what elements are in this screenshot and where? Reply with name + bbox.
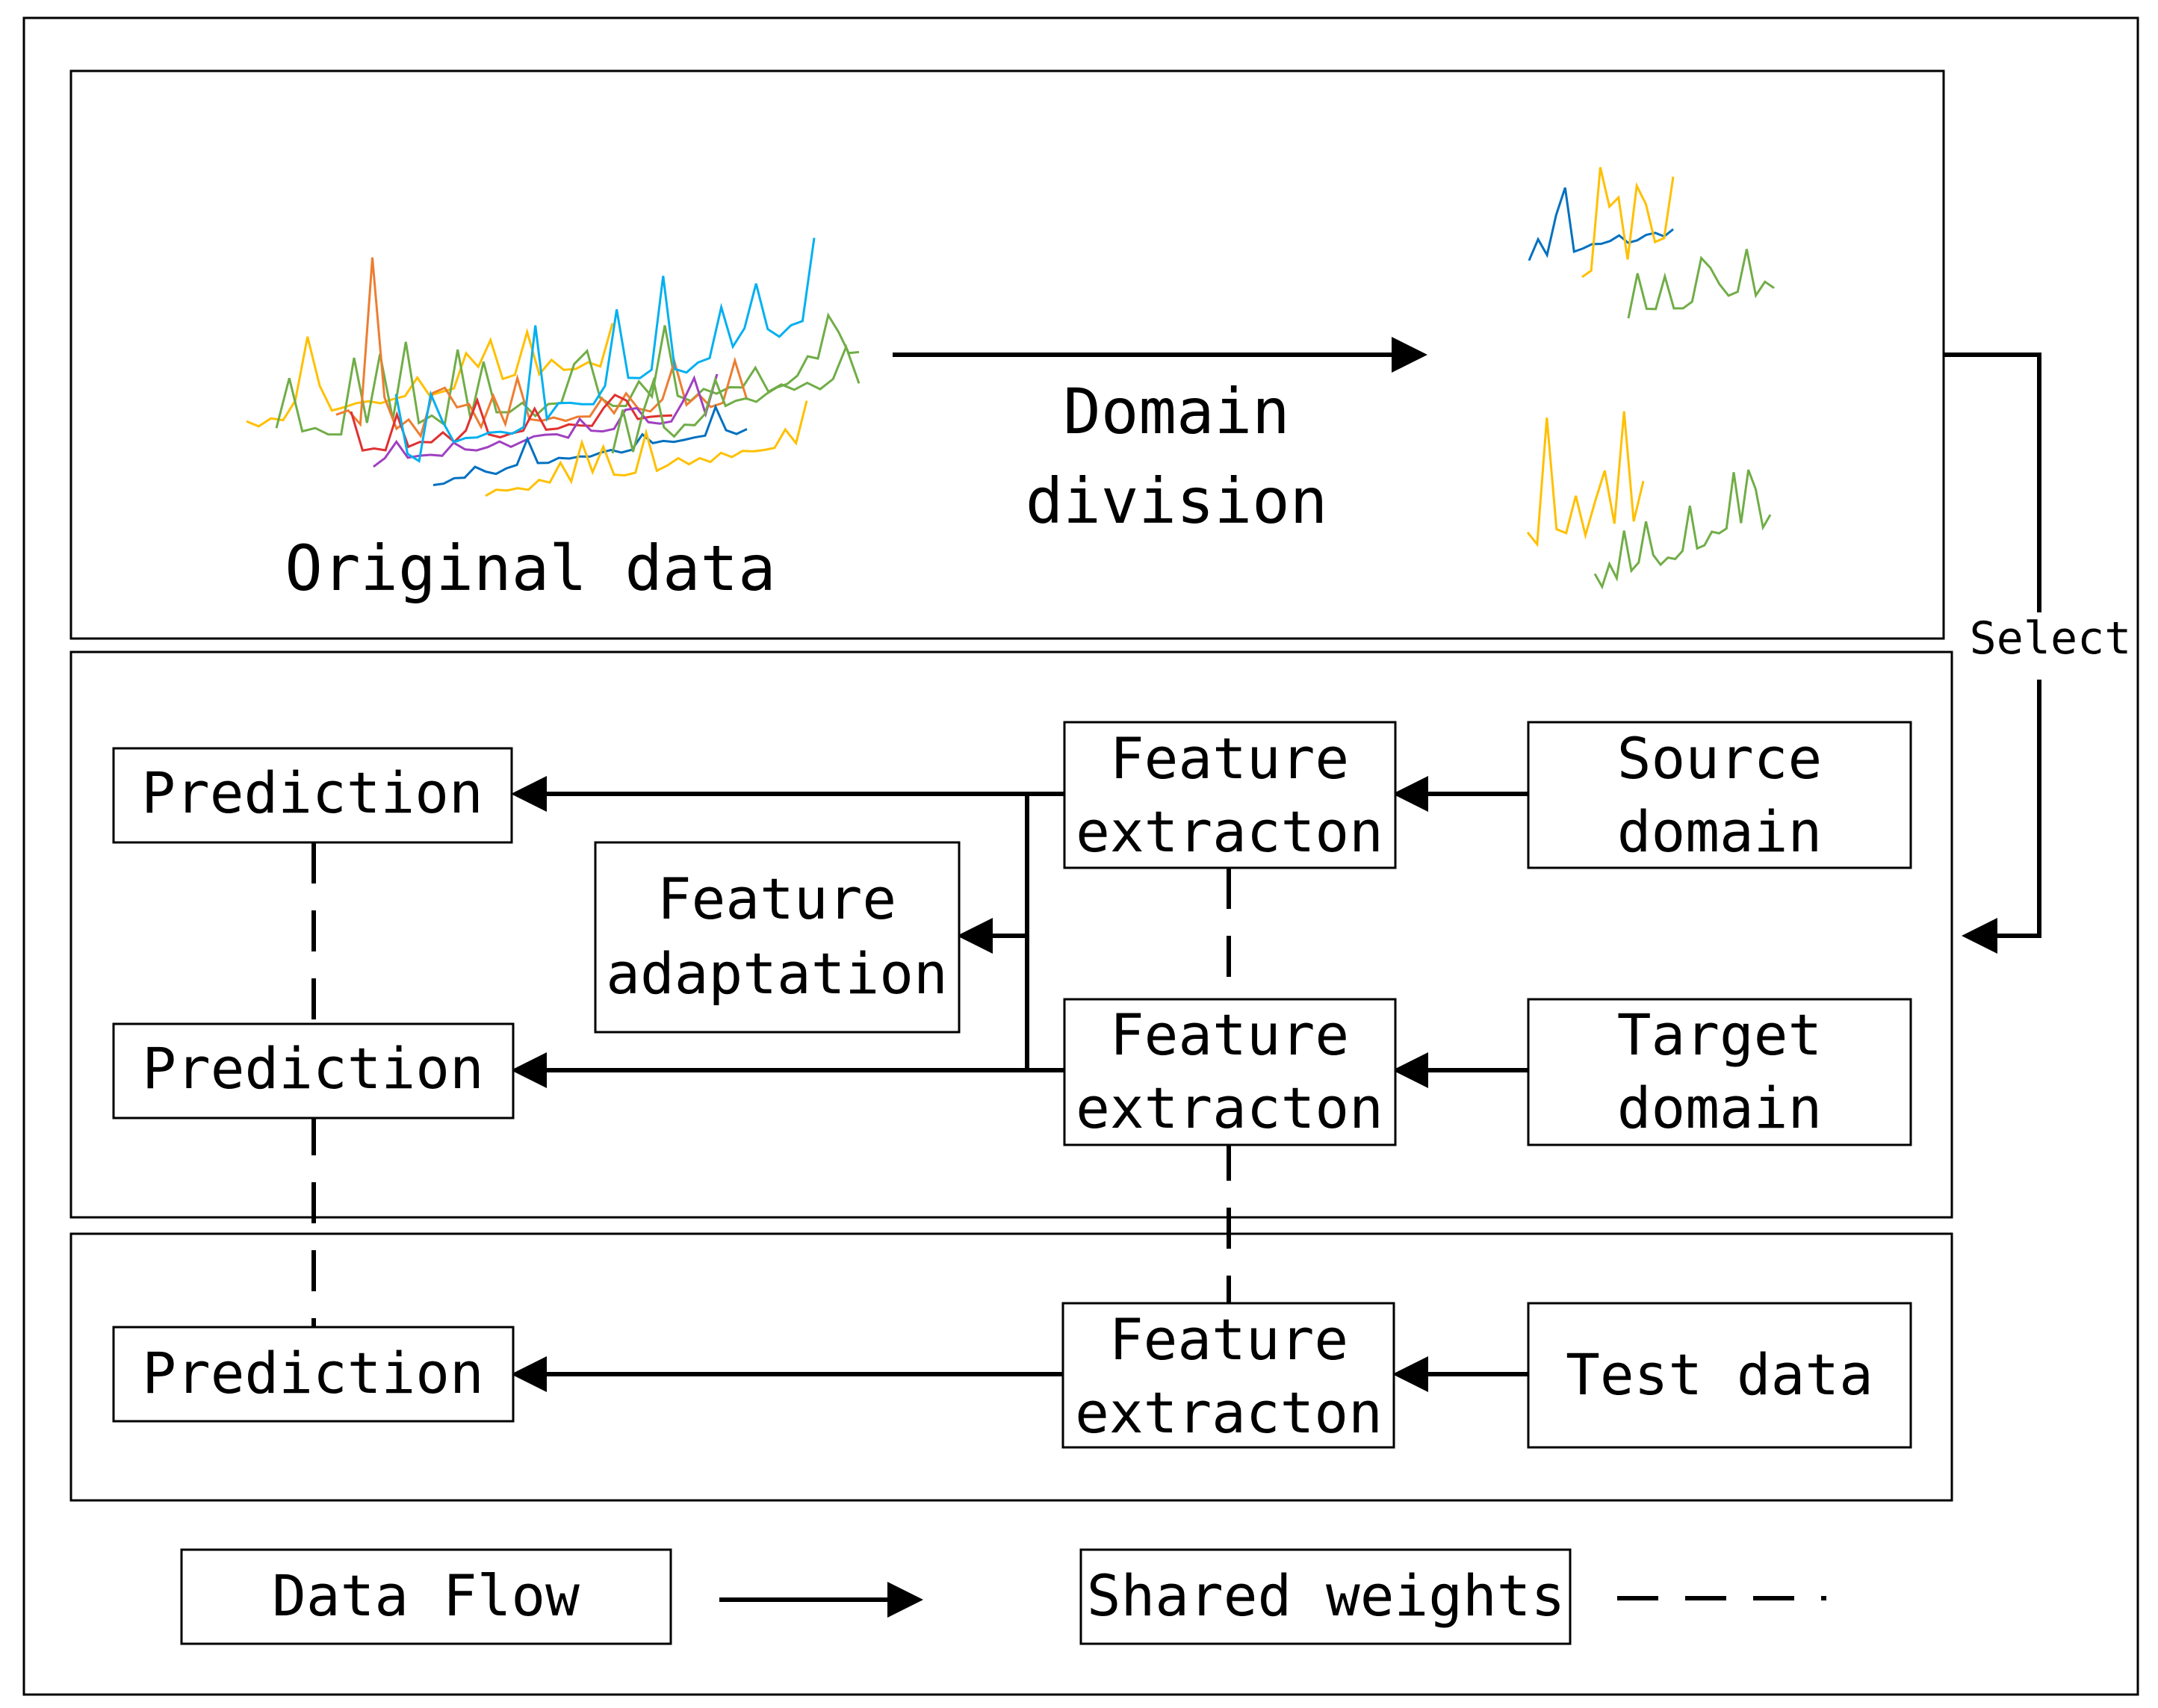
feature-adaptation-box: Feature adaptation — [594, 841, 961, 1034]
target-domain-label-line2: domain — [1617, 1075, 1823, 1141]
sparkline — [1526, 411, 1645, 547]
select-label: Select — [1970, 612, 2132, 665]
feature-extraction-source-label-line2: extracton — [1076, 798, 1383, 865]
source-domain-label-line2: domain — [1617, 798, 1823, 865]
feature-extraction-source-box: Feature extracton — [1063, 721, 1397, 869]
test-data-label: Test data — [1566, 1341, 1873, 1408]
feature-extraction-test-label-line2: extracton — [1075, 1379, 1383, 1446]
feature-extraction-target-label-line2: extracton — [1076, 1075, 1383, 1141]
source-domain-box: Source domain — [1527, 721, 1912, 869]
original-data-label: Original data — [285, 532, 775, 605]
sparkline — [611, 312, 860, 454]
prediction-test-box: Prediction — [112, 1326, 515, 1423]
prediction-test-label: Prediction — [142, 1340, 484, 1406]
sparkline — [246, 323, 614, 428]
sparkline — [1528, 187, 1674, 261]
domain-division-label-line2: division — [1026, 465, 1328, 538]
sparkline — [373, 373, 719, 468]
outer-frame — [22, 16, 2139, 1696]
feature-adaptation-label-line1: Feature — [657, 866, 896, 932]
feature-extraction-test-box: Feature extracton — [1061, 1302, 1395, 1449]
prediction-source-label: Prediction — [141, 760, 483, 826]
feature-extraction-target-label-line1: Feature — [1110, 1001, 1349, 1068]
bottom-panel — [69, 1232, 1953, 1502]
prediction-target-box: Prediction — [112, 1022, 515, 1119]
sparkline — [394, 237, 816, 463]
legend-shared-weights-label: Shared weights — [1087, 1562, 1566, 1629]
sparkline — [1581, 167, 1675, 279]
feature-extraction-source-label-line1: Feature — [1110, 725, 1349, 792]
divided-domain-sparklines-upper — [1528, 167, 1775, 319]
sparkline — [1627, 249, 1775, 319]
legend-shared-weights-box: Shared weights — [1079, 1548, 1572, 1645]
sparkline — [485, 400, 808, 497]
middle-panel — [69, 650, 1953, 1219]
feature-adaptation-label-line2: adaptation — [606, 940, 948, 1007]
prediction-source-box: Prediction — [112, 747, 513, 844]
target-domain-label-line1: Target — [1617, 1001, 1823, 1068]
target-domain-box: Target domain — [1527, 998, 1912, 1146]
prediction-target-label: Prediction — [142, 1035, 484, 1102]
sparkline — [432, 404, 748, 486]
legend-data-flow-label: Data Flow — [272, 1562, 580, 1629]
original-data-sparklines — [246, 237, 861, 497]
sparkline — [1593, 469, 1772, 590]
domain-division-label-line1: Domain — [1063, 375, 1289, 448]
sparkline — [275, 325, 861, 436]
divided-domain-sparklines-lower — [1526, 411, 1772, 590]
source-domain-label-line1: Source — [1617, 725, 1823, 792]
legend-data-flow-box: Data Flow — [180, 1548, 672, 1645]
feature-extraction-target-box: Feature extracton — [1063, 998, 1397, 1146]
feature-extraction-test-label-line1: Feature — [1109, 1306, 1348, 1373]
test-data-box: Test data — [1527, 1302, 1912, 1449]
select-label-background — [1966, 612, 2130, 680]
